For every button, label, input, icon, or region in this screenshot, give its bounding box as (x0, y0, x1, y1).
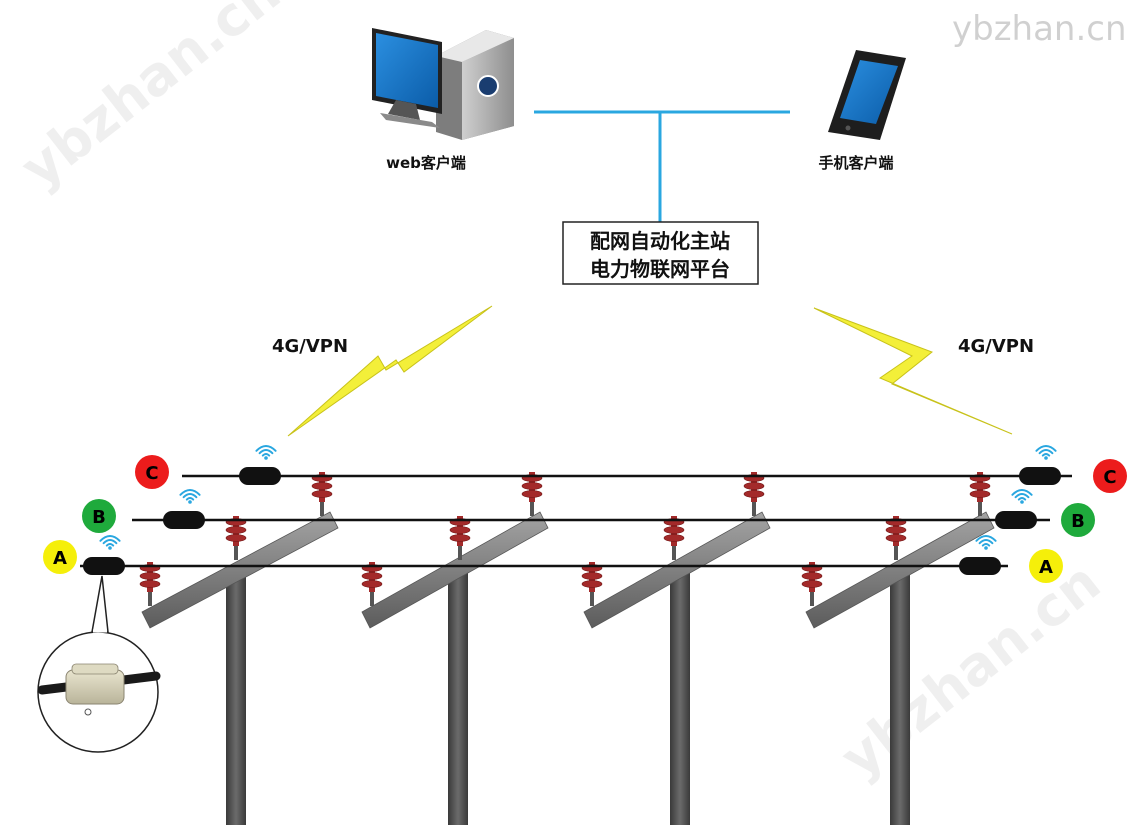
wifi-signal-icon (1035, 445, 1057, 460)
phase-badge-c-left: C (135, 455, 169, 489)
web-client-label: web客户端 (386, 154, 466, 172)
phase-badge-b-left: B (82, 499, 116, 533)
wifi-signal-icon (179, 489, 201, 504)
phase-c-left-letter: C (145, 463, 158, 484)
mobile-phone-icon (828, 50, 906, 140)
fault-indicator-sensor (959, 557, 1001, 575)
insulator-icon (885, 516, 907, 560)
phase-c-right-letter: C (1103, 467, 1116, 488)
phase-badge-b-right: B (1061, 503, 1095, 537)
sensor-callout (37, 575, 161, 753)
insulator-icon (969, 472, 991, 516)
lightning-right-icon (813, 307, 1013, 435)
insulator-icon (521, 472, 543, 516)
insulator-icon (225, 516, 247, 560)
phase-b-right-letter: B (1071, 511, 1085, 532)
phase-a-right-letter: A (1039, 557, 1053, 578)
insulator-icon (361, 562, 383, 606)
link-right-label: 4G/VPN (958, 336, 1034, 357)
phase-b-left-letter: B (92, 507, 106, 528)
insulator-icon (743, 472, 765, 516)
master-station-line2: 电力物联网平台 (590, 257, 730, 281)
lightning-left-icon (287, 305, 493, 437)
phase-badge-a-right: A (1029, 549, 1063, 583)
fault-indicators (83, 445, 1061, 575)
wifi-signal-icon (99, 535, 121, 550)
fault-indicator-sensor (83, 557, 125, 575)
fault-indicator-sensor (995, 511, 1037, 529)
sensor-closeup-icon (37, 663, 161, 716)
conductors (80, 474, 1072, 568)
pc-icon (372, 28, 514, 140)
wifi-signal-icon (255, 445, 277, 460)
insulator-icon (801, 562, 823, 606)
link-left-label: 4G/VPN (272, 336, 348, 357)
phase-badge-c-right: C (1093, 459, 1127, 493)
phase-a-left-letter: A (53, 548, 67, 569)
watermark-top-left: ybzhan.cn (9, 0, 292, 200)
insulator-icon (581, 562, 603, 606)
client-bus (534, 110, 790, 222)
master-station-box: 配网自动化主站 电力物联网平台 (562, 221, 759, 285)
master-station-line1: 配网自动化主站 (590, 229, 730, 253)
fault-indicator-sensor (163, 511, 205, 529)
watermark-top-right: ybzhan.cn (952, 9, 1127, 49)
insulators (139, 472, 991, 606)
wifi-signal-icon (1011, 489, 1033, 504)
insulator-icon (139, 562, 161, 606)
utility-poles (141, 511, 995, 825)
insulator-icon (663, 516, 685, 560)
wifi-signal-icon (975, 535, 997, 550)
insulator-icon (311, 472, 333, 516)
phase-badge-a-left: A (43, 540, 77, 574)
insulator-icon (449, 516, 471, 560)
fault-indicator-sensor (239, 467, 281, 485)
fault-indicator-sensor (1019, 467, 1061, 485)
mobile-client-label: 手机客户端 (818, 154, 893, 172)
watermarks: ybzhan.cn ybzhan.cn ybzhan.cn (9, 0, 1126, 790)
